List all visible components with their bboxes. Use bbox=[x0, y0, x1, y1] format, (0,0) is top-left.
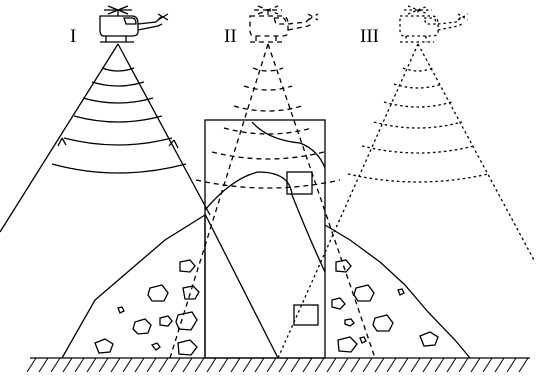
ground-hatch bbox=[519, 358, 528, 372]
building-block bbox=[205, 120, 325, 358]
helicopter-2-label: II bbox=[224, 26, 237, 47]
ground-hatch bbox=[99, 358, 108, 372]
helicopter-3: III bbox=[360, 6, 468, 47]
ground-hatch bbox=[507, 358, 516, 372]
ground-hatch bbox=[255, 358, 264, 372]
ground-hatch bbox=[291, 358, 300, 372]
ground-hatch bbox=[459, 358, 468, 372]
ground-hatch bbox=[219, 358, 228, 372]
ground-hatch bbox=[111, 358, 120, 372]
ground-hatch bbox=[267, 358, 276, 372]
ground-hatch bbox=[51, 358, 60, 372]
ground-hatch bbox=[375, 358, 384, 372]
beam-2 bbox=[170, 44, 375, 358]
ground-hatch bbox=[231, 358, 240, 372]
ground-hatch bbox=[363, 358, 372, 372]
ground-hatch bbox=[495, 358, 504, 372]
ground-hatch bbox=[243, 358, 252, 372]
helicopter-3-label: III bbox=[360, 26, 379, 47]
ground-hatch bbox=[135, 358, 144, 372]
ground-hatch bbox=[435, 358, 444, 372]
ground-hatch bbox=[315, 358, 324, 372]
ground-hatch bbox=[207, 358, 216, 372]
ground-hatch bbox=[27, 358, 36, 372]
ground bbox=[27, 358, 530, 372]
beam-1 bbox=[0, 44, 210, 232]
ground-hatch bbox=[387, 358, 396, 372]
ground-hatch bbox=[351, 358, 360, 372]
ground-hatch bbox=[423, 358, 432, 372]
ground-hatch bbox=[87, 358, 96, 372]
ground-hatch bbox=[399, 358, 408, 372]
ground-hatch bbox=[303, 358, 312, 372]
beam-3 bbox=[278, 44, 535, 358]
ground-hatch bbox=[63, 358, 72, 372]
ground-hatch bbox=[195, 358, 204, 372]
ground-hatch bbox=[39, 358, 48, 372]
helicopter-2: II bbox=[224, 6, 318, 47]
ground-hatch bbox=[411, 358, 420, 372]
debris-mound-left bbox=[62, 215, 205, 358]
ground-hatch bbox=[183, 358, 192, 372]
ground-hatch bbox=[339, 358, 348, 372]
ground-hatch bbox=[327, 358, 336, 372]
rocks-left bbox=[95, 260, 199, 355]
ground-hatch bbox=[471, 358, 480, 372]
ground-hatch bbox=[75, 358, 84, 372]
ground-hatch bbox=[171, 358, 180, 372]
ground-hatch bbox=[147, 358, 156, 372]
ground-hatch bbox=[483, 358, 492, 372]
helicopter-1-label: I bbox=[70, 26, 76, 47]
helicopter-1: I bbox=[70, 6, 168, 47]
ground-hatch bbox=[279, 358, 288, 372]
ground-hatch bbox=[123, 358, 132, 372]
ground-hatch bbox=[447, 358, 456, 372]
ground-hatch bbox=[159, 358, 168, 372]
